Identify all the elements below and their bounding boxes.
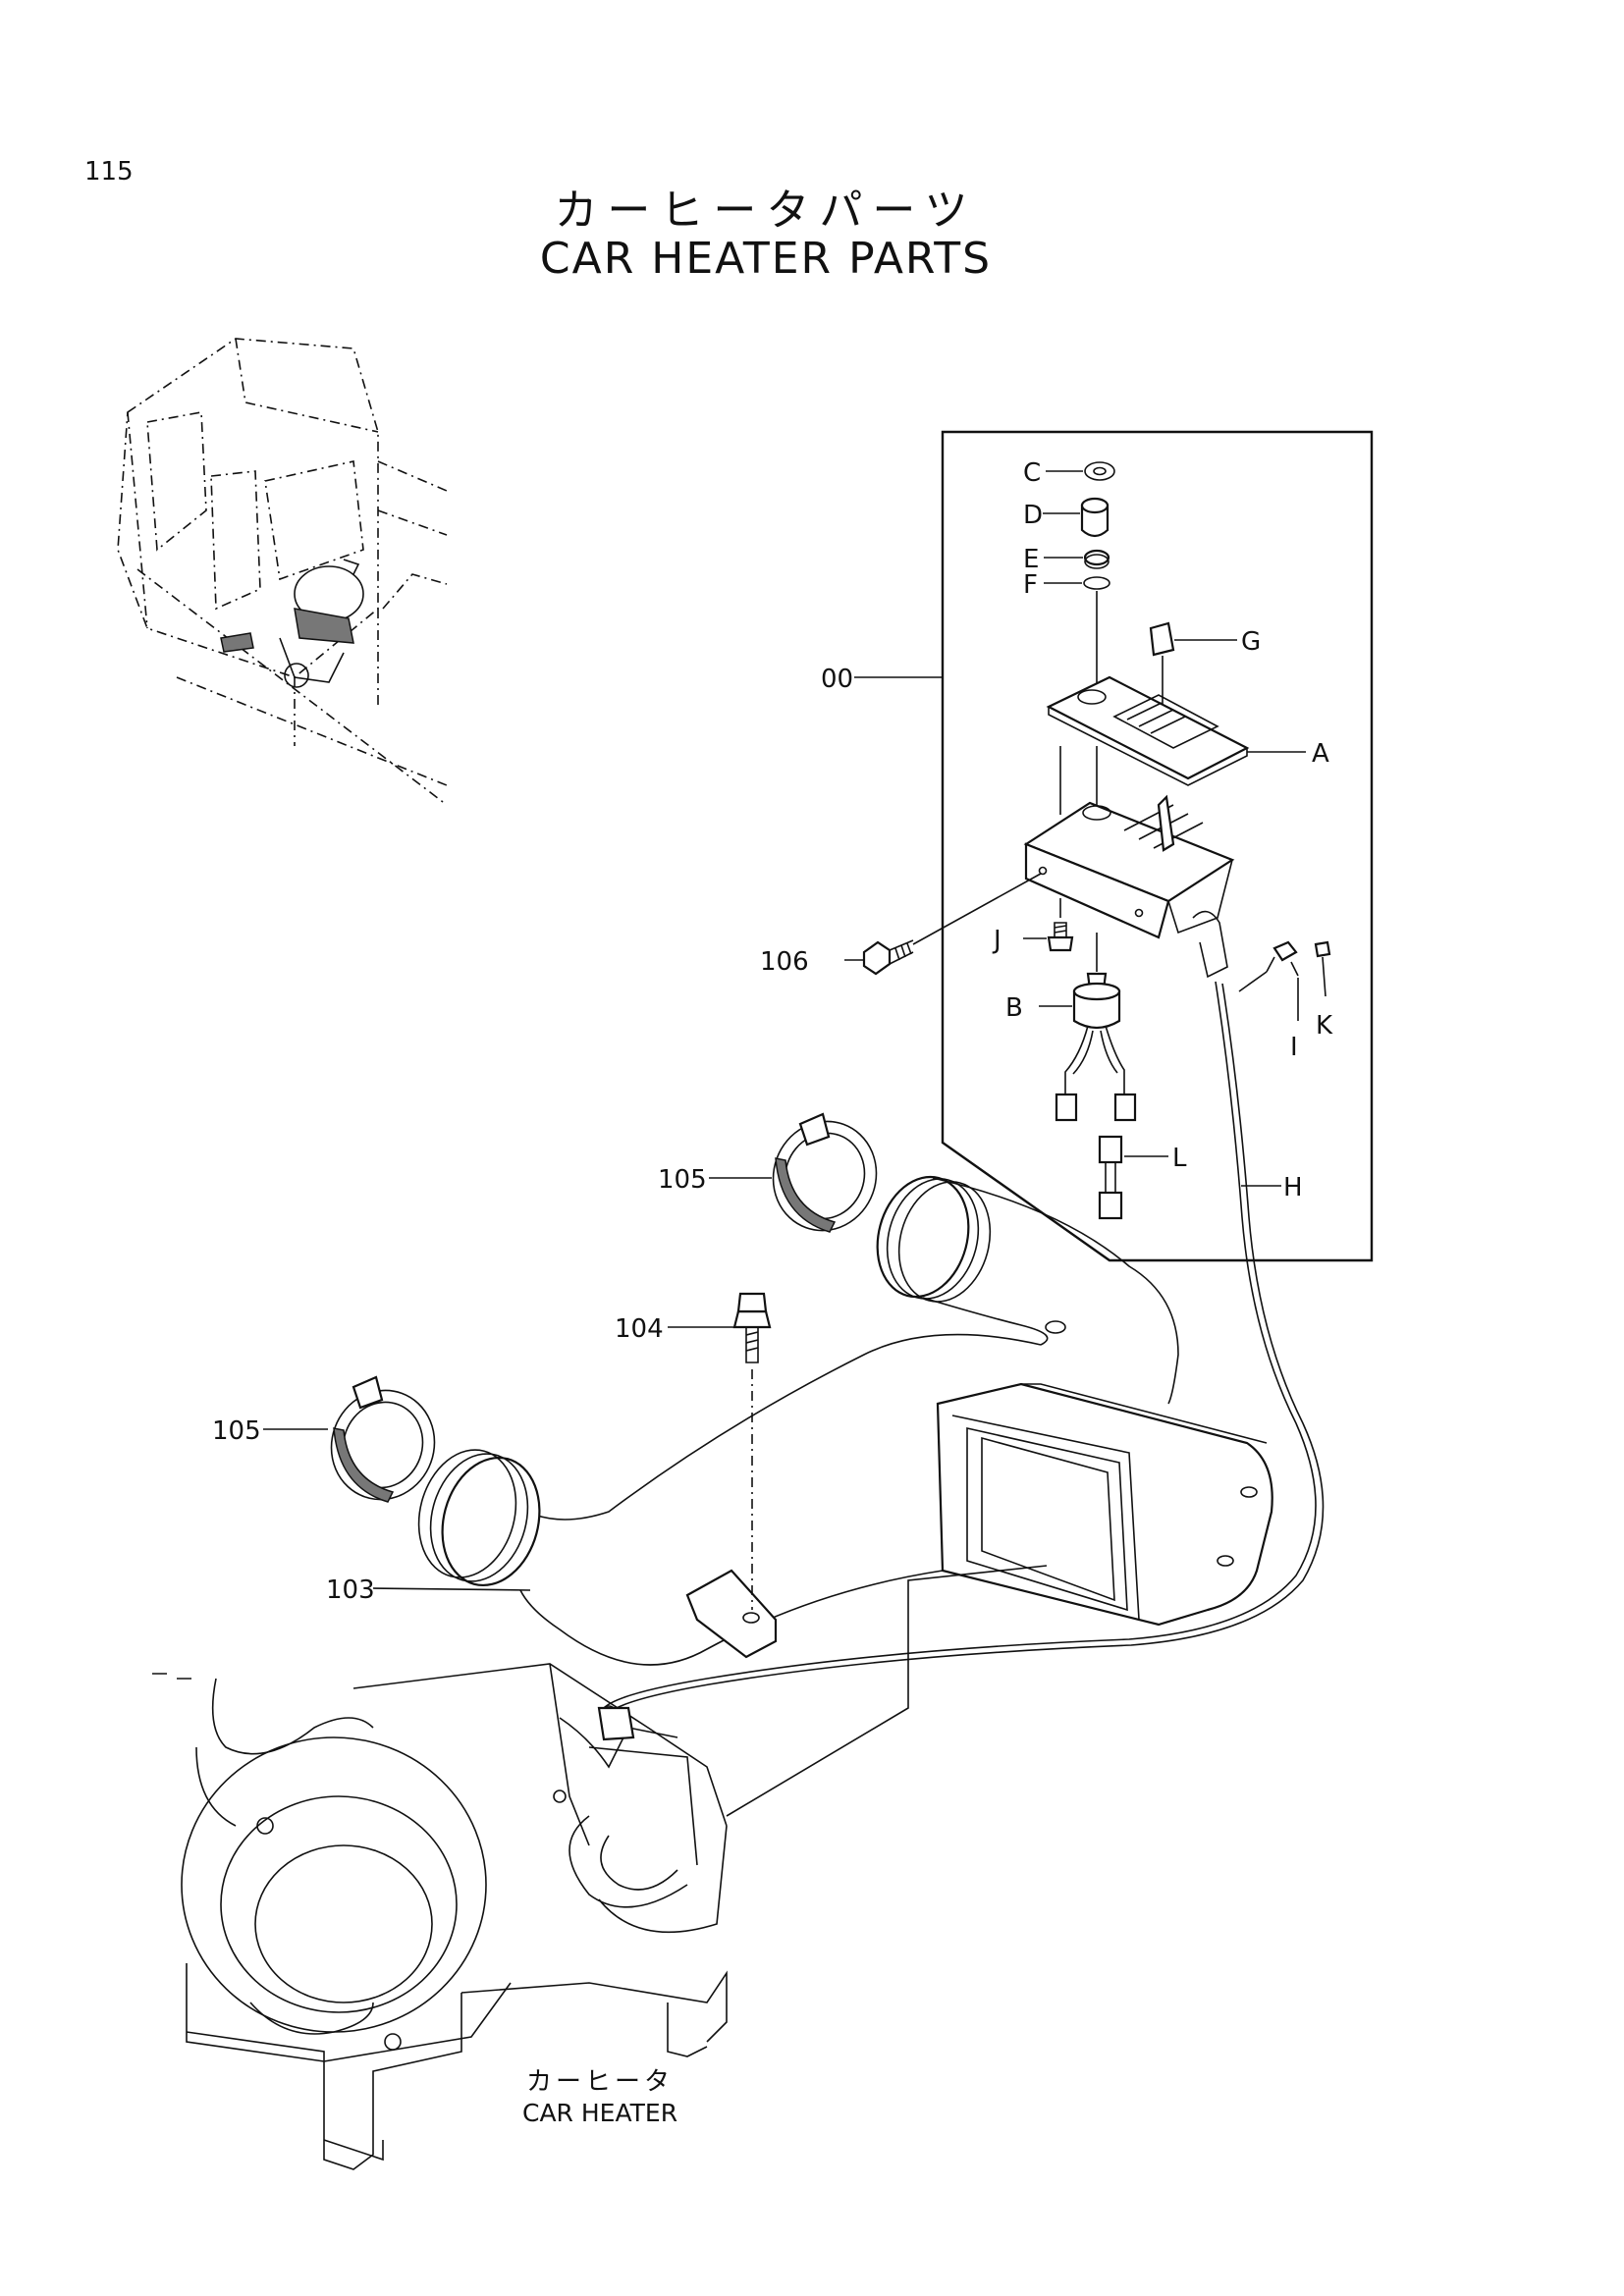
part-105-hose-clamp-lower: 105 [212, 1375, 436, 1503]
car-heater-unit [152, 1663, 728, 2170]
part-C-washer: C [1023, 458, 1115, 488]
callout-D: D [1023, 501, 1043, 530]
callout-K: K [1316, 1011, 1333, 1041]
callout-105-upper: 105 [658, 1165, 707, 1195]
part-K-screw: K [1238, 940, 1333, 1041]
callout-B: B [1005, 993, 1023, 1023]
callout-105-lower: 105 [212, 1416, 261, 1446]
assembly-00-leader: 00 [821, 665, 943, 694]
callout-J: J [992, 926, 1001, 955]
callout-E: E [1023, 545, 1039, 574]
part-105-hose-clamp-upper: 105 [658, 1112, 878, 1233]
caption-english: CAR HEATER [522, 2099, 678, 2127]
excavator-cab-illustration [117, 338, 448, 806]
control-bracket [1023, 794, 1235, 979]
part-G-lever-cap: G [1149, 621, 1261, 726]
callout-104: 104 [615, 1314, 664, 1344]
callout-F: F [1023, 570, 1038, 600]
part-H-cable: H [603, 981, 1325, 1714]
part-106-bolt: 106 [760, 873, 1042, 977]
callout-G: G [1241, 627, 1261, 657]
title-japanese: カーヒータパーツ [554, 186, 978, 236]
page-number: 115 [84, 157, 134, 187]
callout-I: I [1290, 1033, 1298, 1062]
callout-106: 106 [760, 947, 809, 977]
callout-103: 103 [326, 1575, 375, 1605]
callout-L: L [1172, 1144, 1187, 1173]
part-E-ring: E [1023, 545, 1110, 574]
part-L-connector: L [1098, 1135, 1187, 1220]
caption-japanese: カーヒータ [526, 2067, 675, 2097]
callout-C: C [1023, 458, 1041, 488]
part-104-bolt: 104 [615, 1292, 772, 1610]
part-B-switch: B [1005, 933, 1137, 1122]
part-J-screw: J [992, 898, 1074, 955]
callout-A: A [1312, 739, 1329, 769]
duct-to-heater-leader [726, 1565, 1048, 1817]
callout-H: H [1283, 1173, 1303, 1202]
part-I-clip: I [1272, 940, 1299, 1062]
title-english: CAR HEATER PARTS [539, 234, 993, 284]
control-panel-assembly-box [941, 430, 1374, 1262]
part-F-oring: F [1023, 570, 1110, 687]
part-A-panel-plate: A [1046, 675, 1329, 815]
part-103-air-duct: 103 [326, 1175, 1273, 1666]
part-D-knob: D [1023, 497, 1110, 538]
callout-00: 00 [821, 665, 853, 694]
